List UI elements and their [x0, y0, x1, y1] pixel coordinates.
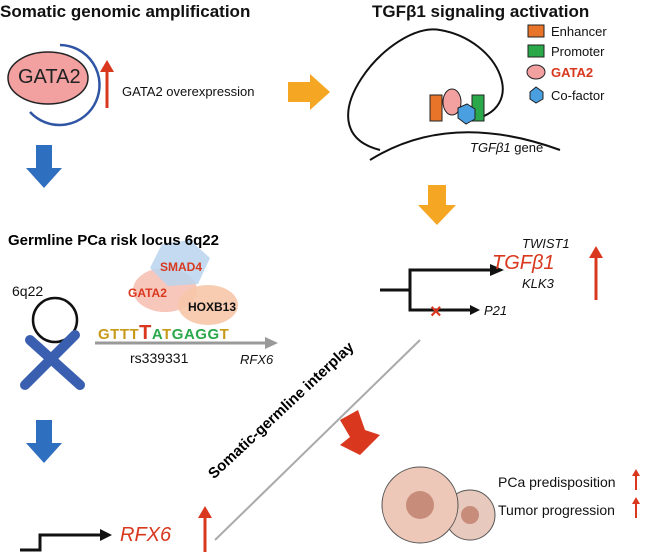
blue-down-arrow-icon — [26, 420, 62, 463]
legend-gata2: GATA2 — [551, 65, 594, 80]
gata2-ellipse — [7, 51, 89, 105]
gata2-small — [442, 88, 462, 116]
svg-text:×: × — [430, 301, 442, 323]
circular-arrow-icon — [29, 43, 101, 127]
hoxb13-label: HOXB13 — [188, 300, 237, 314]
rfx6-output-label: RFX6 — [120, 524, 172, 546]
red-up-arrow-icon — [100, 60, 114, 108]
outcome-progression: Tumor progression — [498, 502, 615, 518]
legend-cofactor: Co-factor — [551, 88, 605, 103]
red-diagonal-arrow-icon — [340, 410, 380, 455]
smad4-label: SMAD4 — [160, 260, 203, 274]
overexpression-label: GATA2 overexpression — [122, 84, 255, 99]
gata2-factor-label: GATA2 — [128, 286, 167, 300]
legend-promoter: Promoter — [551, 44, 605, 59]
germline-title: Germline PCa risk locus 6q22 — [8, 232, 219, 249]
outcome-predisposition: PCa predisposition — [498, 474, 616, 490]
interplay-line — [214, 339, 421, 541]
blue-down-arrow-icon — [26, 145, 62, 188]
dna-sequence: GTTTTATGAGGT — [98, 322, 230, 344]
red-up-arrow-icon — [632, 469, 640, 518]
red-up-arrow-icon — [589, 246, 603, 300]
enhancer-box — [429, 94, 443, 122]
orange-down-arrow-icon — [418, 185, 456, 225]
tumor-cells-icon — [381, 466, 496, 544]
orange-arrow-icon — [288, 74, 330, 110]
red-up-arrow-icon — [198, 506, 212, 552]
p21-label: P21 — [484, 303, 508, 318]
locus-label: 6q22 — [12, 283, 44, 299]
somatic-title: Somatic genomic amplification — [0, 2, 251, 21]
tgfb-title: TGFβ1 signaling activation — [372, 2, 590, 21]
dna-strand — [369, 131, 561, 161]
transcription-arrows — [380, 268, 490, 312]
snp-label: rs339331 — [130, 350, 189, 366]
chromatin-loop — [347, 28, 504, 151]
cofactor-hexagon — [457, 103, 476, 125]
tgfb-gene-label: TGFβ1 gene — [470, 140, 544, 155]
legend-enhancer: Enhancer — [551, 24, 607, 39]
klk3-label: KLK3 — [522, 276, 554, 291]
smad4-hexagon — [150, 240, 210, 286]
locus-circle — [31, 296, 79, 344]
tgfb1-label: TGFβ1 — [492, 252, 555, 274]
twist1-label: TWIST1 — [522, 236, 570, 251]
chromosome-icon — [20, 330, 85, 390]
gata2-label: GATA2 — [18, 66, 81, 88]
rfx6-gene-label: RFX6 — [240, 352, 274, 367]
